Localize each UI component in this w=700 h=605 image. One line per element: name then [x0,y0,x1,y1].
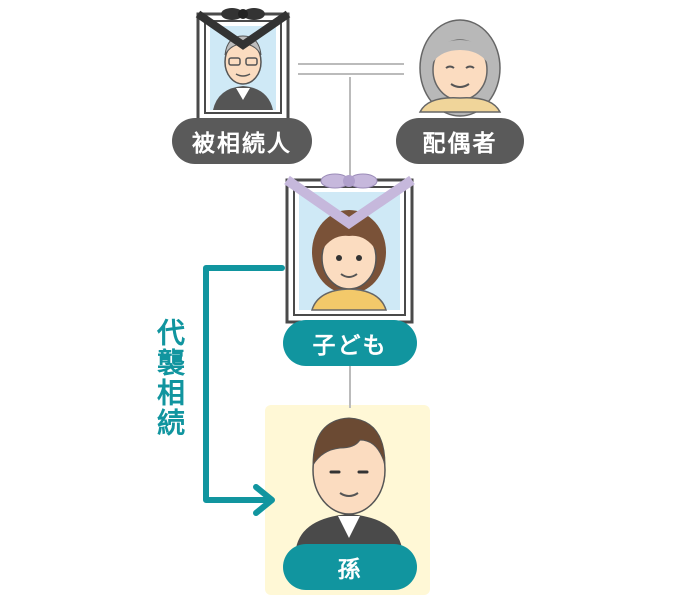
decedent-portrait [195,8,291,122]
grandchild-portrait [296,417,402,548]
grandchild-label: 孫 [283,544,417,590]
marriage-line [298,63,404,75]
decedent-label: 被相続人 [172,118,312,164]
succession-label: 代襲相続 [153,318,186,438]
child-portrait [284,173,415,324]
succession-arrow [203,265,285,516]
child-label: 子ども [283,320,417,366]
spouse-label: 配偶者 [396,118,524,164]
spouse-portrait [418,19,502,117]
